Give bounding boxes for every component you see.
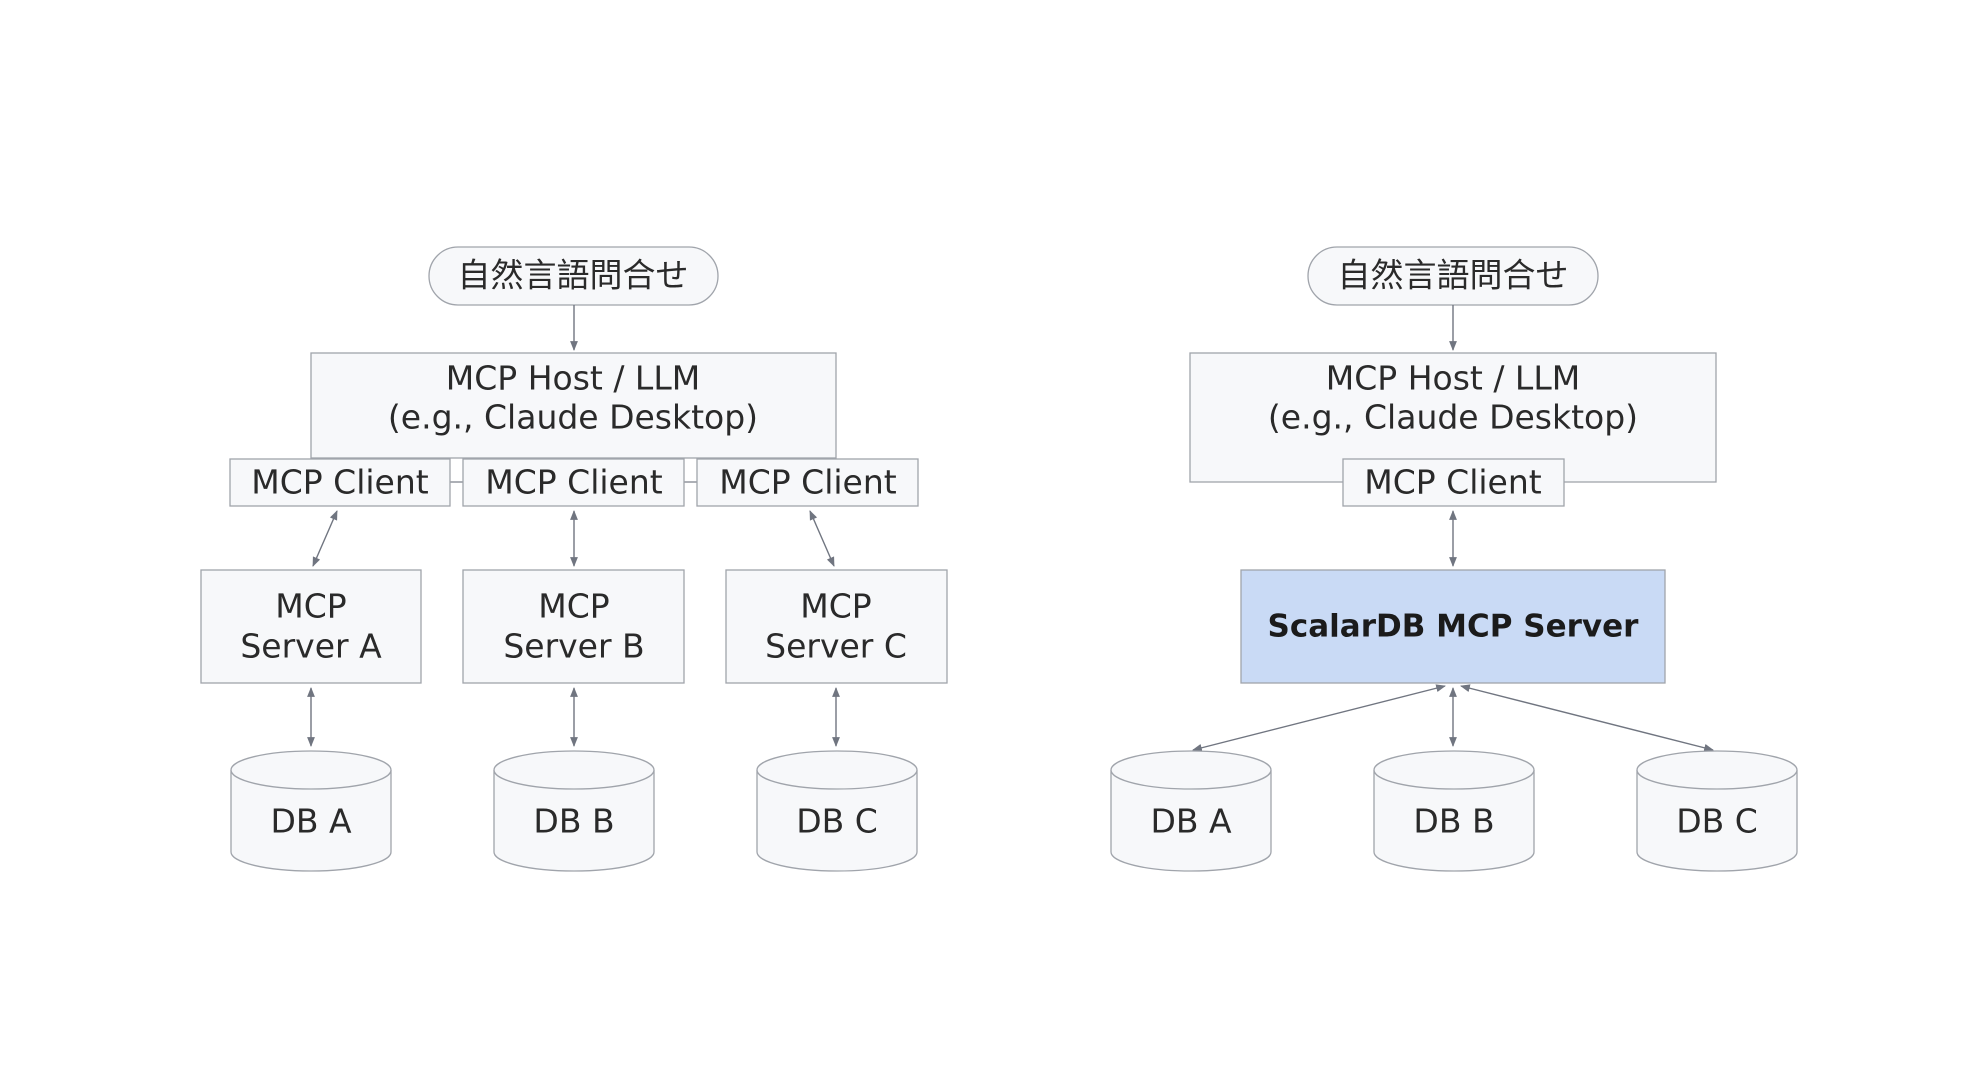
left-mcp-client-1 — [229, 458, 451, 507]
right-diagram: 自然言語問合せ MCP Host / LLM (e.g., Claude Des… — [1110, 246, 1798, 872]
right-db-b — [1373, 750, 1535, 872]
left-mcp-client-2 — [462, 458, 685, 507]
right-db-a — [1110, 750, 1272, 872]
right-db-c-label: DB C — [1676, 802, 1758, 841]
right-server-db-arrow-c — [1460, 684, 1714, 752]
right-db-a-label: DB A — [1150, 802, 1232, 841]
left-mcp-server-c-line2: Server C — [765, 627, 907, 666]
left-db-b-label: DB B — [533, 802, 614, 841]
right-db-c — [1636, 750, 1798, 872]
right-db-b-label: DB B — [1413, 802, 1494, 841]
left-client-server-arrow-a — [312, 510, 338, 567]
left-db-c — [756, 750, 918, 872]
left-host-line1: MCP Host / LLM — [446, 359, 700, 398]
left-mcp-client-3 — [696, 458, 919, 507]
left-mcp-client-1-label: MCP Client — [251, 463, 429, 502]
left-mcp-client-2-label: MCP Client — [485, 463, 663, 502]
left-db-c-label: DB C — [796, 802, 878, 841]
left-db-a — [230, 750, 392, 872]
right-query-label: 自然言語問合せ — [1338, 256, 1569, 295]
right-mcp-client-label: MCP Client — [1364, 463, 1542, 502]
left-mcp-server-a-line1: MCP — [275, 587, 346, 626]
left-mcp-server-c — [725, 569, 948, 684]
left-mcp-server-b-line2: Server B — [503, 627, 644, 666]
left-db-a-label: DB A — [270, 802, 352, 841]
left-host-line2: (e.g., Claude Desktop) — [388, 398, 758, 437]
left-mcp-client-3-label: MCP Client — [719, 463, 897, 502]
left-host-box — [310, 352, 837, 459]
left-mcp-server-a-line2: Server A — [240, 627, 382, 666]
left-db-b — [493, 750, 655, 872]
left-mcp-server-b-line1: MCP — [538, 587, 609, 626]
scalardb-mcp-server-label: ScalarDB MCP Server — [1268, 609, 1640, 645]
left-client-server-arrow-c — [809, 510, 835, 567]
left-mcp-server-c-line1: MCP — [800, 587, 871, 626]
right-host-line1: MCP Host / LLM — [1326, 359, 1580, 398]
scalardb-mcp-server-box — [1240, 569, 1666, 684]
left-mcp-server-b — [462, 569, 685, 684]
left-diagram: 自然言語問合せ MCP Host / LLM (e.g., Claude Des… — [200, 246, 948, 872]
left-query-label: 自然言語問合せ — [458, 256, 689, 295]
left-mcp-server-a — [200, 569, 422, 684]
right-server-db-arrow-a — [1192, 684, 1446, 752]
right-host-line2: (e.g., Claude Desktop) — [1268, 398, 1638, 437]
right-mcp-client — [1342, 458, 1565, 507]
